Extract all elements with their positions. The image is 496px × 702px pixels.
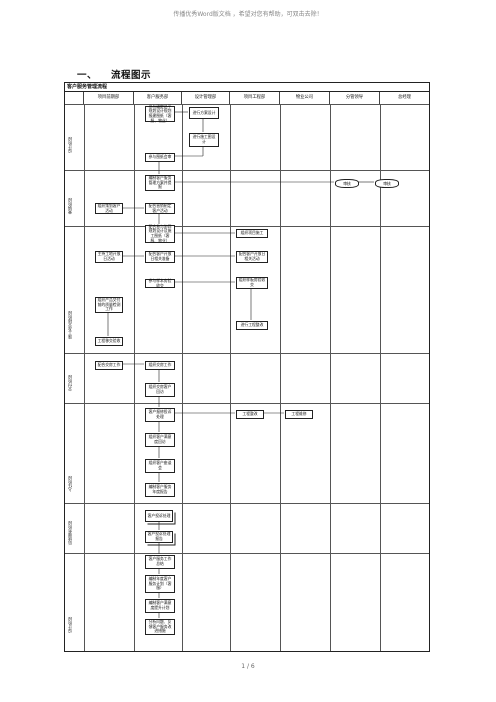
col-head-6: 分管领导 bbox=[330, 92, 380, 104]
row-divider bbox=[65, 226, 429, 227]
col-divider bbox=[330, 104, 331, 651]
row-divider bbox=[65, 170, 429, 171]
flow-step: 客户投诉处理 bbox=[145, 510, 173, 522]
flow-step: 编制客户满意度提升计划 bbox=[145, 599, 175, 613]
stage-label: 施工及交接阶段 bbox=[67, 311, 72, 340]
flow-step: 配合营销制定客户活动 bbox=[145, 203, 175, 214]
col-divider bbox=[230, 104, 231, 651]
flow-step: 分析问题、反馈客户服务改进措施 bbox=[145, 619, 175, 635]
flow-step: 客户投诉处理报告 bbox=[145, 531, 173, 543]
approval-oval: 审核 bbox=[335, 179, 359, 188]
flow-step: 配合参与协同规划设计及施工图纸（客服、物业） bbox=[145, 224, 175, 243]
flow-step: 客户报修投诉处理 bbox=[145, 408, 175, 422]
stage-label: 设计阶段 bbox=[67, 617, 72, 634]
flow-step: 参与确定总平规划设计规划报建图纸（客服、物业） bbox=[145, 104, 175, 122]
flow-step: 组织策划客户活动 bbox=[95, 203, 123, 214]
flow-step: 进行工程整改 bbox=[236, 321, 268, 330]
flow-step: 组织交房工作 bbox=[145, 361, 175, 370]
flow-step: 进行方案设计 bbox=[189, 107, 219, 119]
stage-label: 设计阶段 bbox=[67, 137, 72, 154]
flow-step: 工程维修 bbox=[285, 410, 313, 419]
flow-step: 编制客户服务年度报告 bbox=[145, 483, 175, 497]
flow-step: 组织项目施工 bbox=[236, 229, 268, 238]
flow-step: 组织客户座谈会 bbox=[145, 459, 175, 473]
col-head-3: 设计管理部 bbox=[182, 92, 230, 104]
flow-step: 组织客户满意度回访 bbox=[145, 433, 175, 447]
col-divider bbox=[134, 104, 135, 651]
stage-label: 后续服务阶段 bbox=[67, 521, 72, 546]
col-divider bbox=[380, 104, 381, 651]
col-divider bbox=[182, 104, 183, 651]
flow-step: 客户服务工作总结 bbox=[145, 555, 175, 569]
col-head-5: 物业公司 bbox=[280, 92, 330, 104]
flow-step: 工程移交验收 bbox=[95, 337, 123, 346]
flow-step: 工程整改 bbox=[236, 410, 264, 419]
col-divider bbox=[84, 104, 85, 651]
col-head-7: 总经理 bbox=[398, 95, 411, 100]
row-divider bbox=[65, 503, 429, 504]
stage-label: 交付阶段 bbox=[67, 375, 72, 391]
flow-step: 参与样本房验收交 bbox=[145, 278, 175, 288]
flow-step: 主持工地开放日活动 bbox=[95, 251, 123, 263]
section-number: 一、 bbox=[77, 70, 98, 81]
header-note: 传播优秀Word版文档 ，希望对您有帮助，可双击去除！ bbox=[173, 11, 323, 18]
flow-step: 进行施工图设计 bbox=[189, 133, 219, 147]
section-title: 流程图示 bbox=[111, 70, 152, 81]
col-head-1: 项目前期部 bbox=[84, 92, 134, 104]
flow-step: 组织产品交付前的质量检测工作 bbox=[95, 297, 123, 313]
stage-label: 营销阶段 bbox=[67, 198, 72, 214]
row-divider bbox=[65, 104, 429, 105]
flow-step: 组织交房客户回访 bbox=[145, 383, 175, 397]
flow-step: 编制客户服务管理方案并提报 bbox=[145, 175, 175, 191]
flowchart: 客户服务管理流程 项目前期部 客户服务部 设计管理部 项目工程部 物业公司 分管… bbox=[64, 82, 430, 652]
row-divider bbox=[65, 553, 429, 554]
flow-step: 组织样板房验收交 bbox=[236, 277, 268, 289]
row-divider bbox=[65, 403, 429, 404]
col-divider bbox=[280, 104, 281, 651]
page-number: 1 / 6 bbox=[241, 663, 255, 670]
flow-step: 配合客户开放日相关活动 bbox=[236, 251, 268, 263]
col-head-2: 客户服务部 bbox=[134, 92, 182, 104]
stage-label: 入住阶段 bbox=[67, 476, 72, 493]
row-divider bbox=[65, 353, 429, 354]
stage-column-header bbox=[65, 92, 84, 104]
col-head-4: 项目工程部 bbox=[230, 92, 280, 104]
flow-step: 参与图纸会审 bbox=[145, 153, 175, 162]
approval-oval: 审核 bbox=[375, 179, 399, 188]
flow-step: 编制年度客户服务计划（客服） bbox=[145, 575, 175, 593]
flow-step: 配合交房工作 bbox=[95, 361, 123, 370]
section-heading: 一、 流程图示 bbox=[77, 67, 151, 81]
flowchart-title: 客户服务管理流程 bbox=[65, 83, 429, 92]
flow-step: 配合客户开放日相关准备 bbox=[145, 251, 175, 263]
